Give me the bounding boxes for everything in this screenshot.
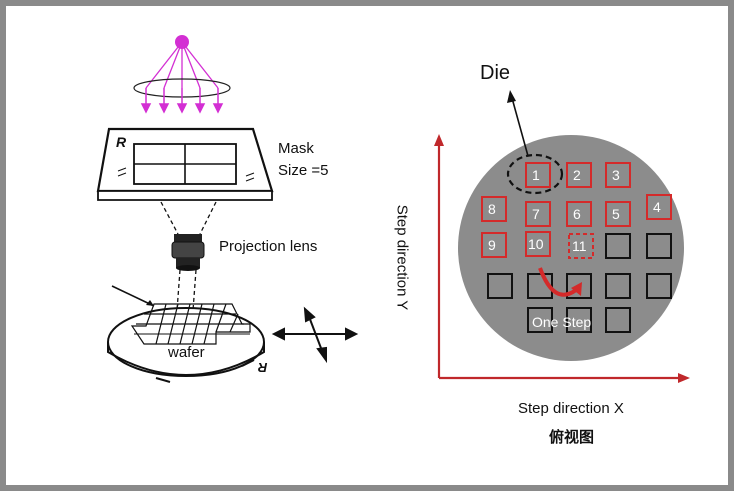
die-number-6: 6 (573, 206, 581, 222)
die-number-1: 1 (532, 167, 540, 183)
die-1 (525, 162, 551, 188)
die-number-8: 8 (488, 201, 496, 217)
wafer-top-view (458, 135, 684, 361)
die-number-11: 11 (572, 238, 587, 254)
wafer-reticle-mark: R (258, 360, 268, 375)
die-label: Die (480, 62, 511, 84)
die-number-4: 4 (653, 199, 661, 215)
axes (434, 134, 690, 383)
mask-reticle-mark: R (116, 134, 127, 150)
die-9 (481, 232, 507, 258)
mask-label: Mask (278, 140, 314, 157)
die-number-5: 5 (612, 206, 620, 222)
diagram-canvas: Mask Size =5 Projection lens wafer R R D… (6, 6, 728, 485)
empty-dies (487, 233, 672, 333)
projection-lens-icon (171, 234, 205, 271)
die-3 (605, 162, 631, 188)
die-10 (525, 231, 551, 257)
wafer-label: wafer (168, 344, 205, 361)
die-7 (525, 201, 551, 227)
mask-plate (96, 127, 274, 201)
die-number-3: 3 (612, 167, 620, 183)
die-number-10: 10 (528, 236, 544, 252)
numbered-dies (481, 162, 672, 259)
die-5 (605, 201, 631, 227)
die-6 (566, 201, 592, 227)
caption: 俯视图 (549, 428, 595, 446)
die-highlight-ellipse (506, 153, 564, 195)
stage-move-arrows-icon (271, 306, 359, 364)
die-8 (481, 196, 507, 222)
wafer-pointer (111, 285, 155, 307)
one-step-arrow-icon (538, 267, 578, 297)
die-number-2: 2 (573, 167, 581, 183)
die-number-9: 9 (488, 237, 496, 253)
wafer-die-grid (130, 303, 251, 345)
wafer-disc (107, 285, 265, 383)
mask-size-label: Size =5 (278, 162, 329, 179)
y-axis-label: Step direction Y (393, 204, 411, 311)
light-source (133, 35, 231, 114)
die-number-7: 7 (532, 206, 540, 222)
die-4 (646, 194, 672, 220)
die-11 (568, 233, 594, 259)
one-step-label: One Step (532, 314, 592, 330)
x-axis-label: Step direction X (518, 400, 624, 417)
projection-cone-upper (160, 201, 217, 235)
light-rays (140, 88, 224, 114)
diagram-svg (96, 35, 690, 383)
projection-lens-label: Projection lens (219, 238, 318, 255)
die-2 (566, 162, 592, 188)
die-pointer (511, 97, 529, 157)
